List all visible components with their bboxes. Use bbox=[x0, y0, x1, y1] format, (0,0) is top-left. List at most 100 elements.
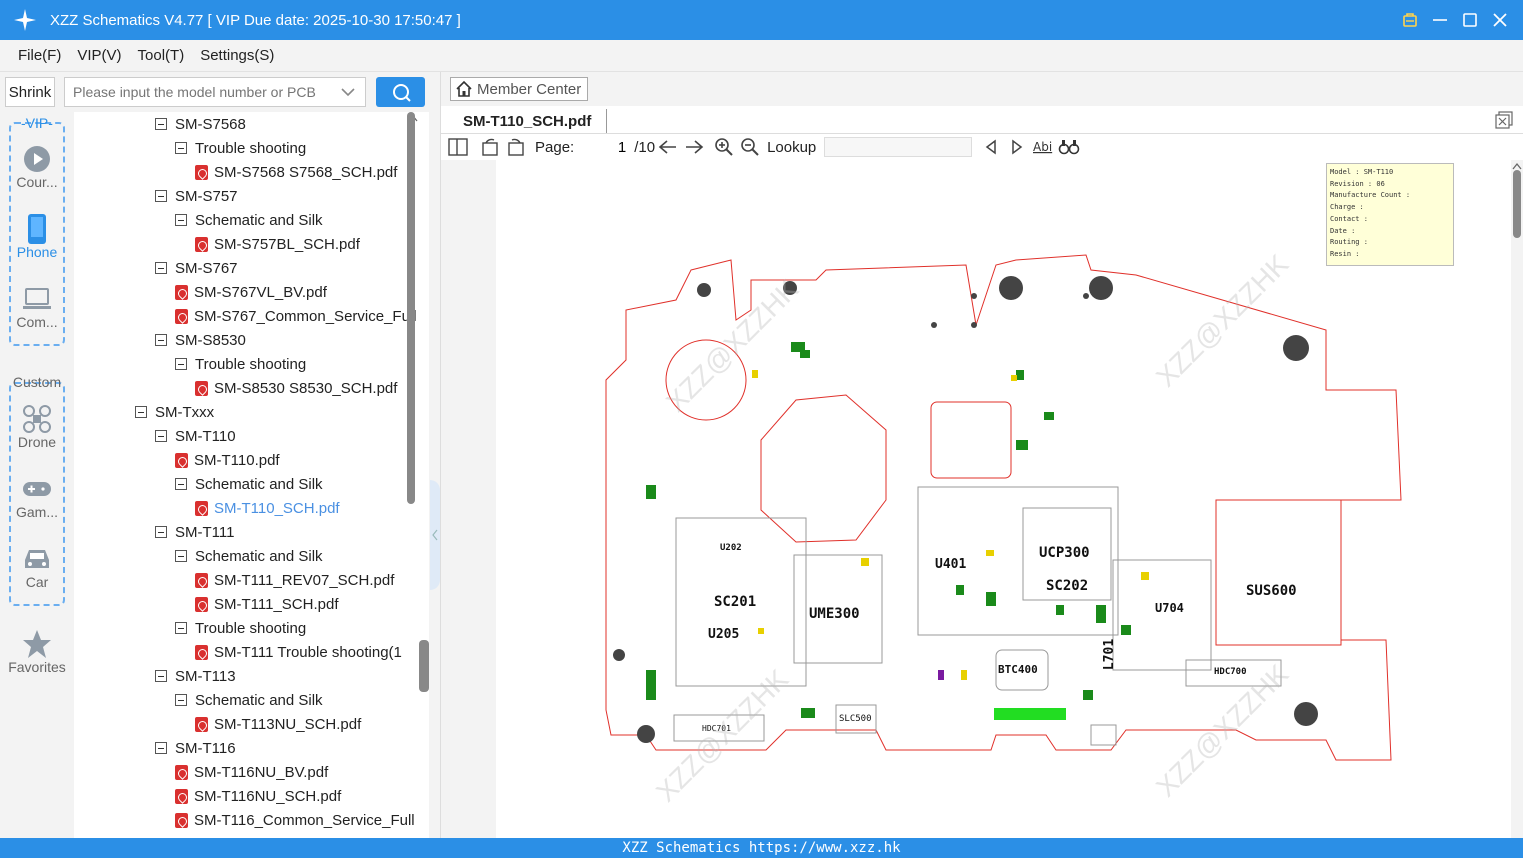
vip-bag-icon[interactable] bbox=[1401, 11, 1419, 29]
zoom-out-icon[interactable] bbox=[739, 136, 761, 158]
tree-pdf-item[interactable]: SM-S767VL_BV.pdf bbox=[175, 280, 327, 304]
tree-folder-item[interactable]: SM-S757 bbox=[155, 184, 238, 208]
tree-folder-item[interactable]: Schematic and Silk bbox=[175, 472, 323, 496]
tree-pdf-item[interactable]: SM-S767_Common_Service_Full bbox=[175, 304, 417, 328]
menu-vip[interactable]: VIP(V) bbox=[77, 47, 122, 64]
chevron-down-icon[interactable] bbox=[340, 84, 356, 100]
tree-folder-item[interactable]: SM-T113 bbox=[155, 664, 236, 688]
tree-item-label: SM-T116_Common_Service_Full bbox=[194, 811, 415, 829]
tree-scroll-thumb[interactable] bbox=[407, 112, 415, 504]
tree-item-label: SM-S8530 S8530_SCH.pdf bbox=[214, 379, 398, 397]
collapse-toggle-icon[interactable] bbox=[175, 358, 187, 370]
minimize-icon[interactable] bbox=[1431, 11, 1449, 29]
collapse-toggle-icon[interactable] bbox=[175, 622, 187, 634]
tree-pdf-item[interactable]: SM-T111_REV07_SCH.pdf bbox=[195, 568, 394, 592]
maximize-icon[interactable] bbox=[1461, 11, 1479, 29]
collapse-toggle-icon[interactable] bbox=[175, 142, 187, 154]
document-scroll-thumb[interactable] bbox=[1513, 170, 1521, 238]
collapse-toggle-icon[interactable] bbox=[155, 262, 167, 274]
collapse-toggle-icon[interactable] bbox=[155, 118, 167, 130]
tree-item-label: Schematic and Silk bbox=[195, 691, 323, 709]
find-next-icon[interactable] bbox=[1006, 136, 1028, 158]
menu-tool[interactable]: Tool(T) bbox=[137, 47, 185, 64]
document-scrollbar[interactable] bbox=[1511, 160, 1523, 838]
collapse-toggle-icon[interactable] bbox=[155, 334, 167, 346]
collapse-toggle-icon[interactable] bbox=[175, 214, 187, 226]
tree-folder-item[interactable]: Trouble shooting bbox=[175, 352, 306, 376]
tab-document[interactable]: SM-T110_SCH.pdf bbox=[451, 109, 608, 133]
tree-pdf-item[interactable]: SM-T111_SCH.pdf bbox=[195, 592, 339, 616]
tree-pdf-item[interactable]: SM-T110_SCH.pdf bbox=[195, 496, 340, 520]
member-center-button[interactable]: Member Center bbox=[450, 77, 588, 101]
tree-folder-item[interactable]: Schematic and Silk bbox=[175, 208, 323, 232]
tree-pdf-item[interactable]: SM-T116_Common_Service_Full bbox=[175, 808, 415, 832]
tree-folder-item[interactable]: SM-S7568 bbox=[155, 112, 246, 136]
component-label: U205 bbox=[708, 627, 740, 642]
collapse-toggle-icon[interactable] bbox=[155, 190, 167, 202]
tree-item-label: SM-T116 bbox=[175, 739, 236, 757]
tree-pdf-item[interactable]: SM-T116NU_BV.pdf bbox=[175, 760, 328, 784]
sidebar-item-course[interactable]: Cour... bbox=[0, 144, 74, 190]
menu-file[interactable]: File(F) bbox=[18, 47, 62, 64]
document-canvas[interactable]: Model : SM-T110 Revision : 06 Manufactur… bbox=[441, 160, 1511, 838]
pdf-file-icon bbox=[195, 596, 208, 612]
shrink-button[interactable]: Shrink bbox=[5, 77, 55, 107]
tree-hscroll-thumb[interactable] bbox=[419, 640, 429, 692]
prev-page-icon[interactable] bbox=[657, 136, 679, 158]
tree-folder-item[interactable]: SM-T111 bbox=[155, 520, 234, 544]
tree-pdf-item[interactable]: SM-S7568 S7568_SCH.pdf bbox=[195, 160, 397, 184]
collapse-toggle-icon[interactable] bbox=[155, 430, 167, 442]
panel-splitter[interactable] bbox=[429, 72, 441, 838]
page-number-input[interactable] bbox=[580, 137, 631, 157]
collapse-toggle-icon[interactable] bbox=[175, 478, 187, 490]
tree-folder-item[interactable]: SM-T110 bbox=[155, 424, 236, 448]
scroll-up-icon[interactable] bbox=[1511, 162, 1523, 170]
tree-pdf-item[interactable]: SM-T111 Trouble shooting(1 bbox=[195, 640, 402, 664]
collapse-toggle-icon[interactable] bbox=[155, 670, 167, 682]
close-icon[interactable] bbox=[1491, 11, 1509, 29]
sidebar-item-game[interactable]: Gam... bbox=[0, 474, 74, 520]
tree-folder-item[interactable]: SM-T116 bbox=[155, 736, 236, 760]
tree-folder-item[interactable]: SM-Txxx bbox=[135, 400, 214, 424]
tree-pdf-item[interactable]: SM-T110.pdf bbox=[175, 448, 280, 472]
sidebar-item-drone[interactable]: Drone bbox=[0, 404, 74, 450]
sidebar-toggle-icon[interactable] bbox=[447, 136, 469, 158]
tree-scrollbar[interactable] bbox=[407, 112, 419, 506]
tree-folder-item[interactable]: Schematic and Silk bbox=[175, 688, 323, 712]
collapse-toggle-icon[interactable] bbox=[135, 406, 147, 418]
match-case-icon[interactable]: Abi bbox=[1032, 136, 1054, 158]
search-button[interactable] bbox=[376, 77, 425, 107]
sidebar-item-phone[interactable]: Phone bbox=[0, 214, 74, 260]
find-prev-icon[interactable] bbox=[980, 136, 1002, 158]
next-page-icon[interactable] bbox=[683, 136, 705, 158]
close-tab-icon[interactable] bbox=[1495, 111, 1513, 129]
collapse-toggle-icon[interactable] bbox=[155, 742, 167, 754]
tree-pdf-item[interactable]: SM-S8530 S8530_SCH.pdf bbox=[195, 376, 397, 400]
collapse-toggle-icon[interactable] bbox=[175, 694, 187, 706]
sidebar-item-car[interactable]: Car bbox=[0, 544, 74, 590]
collapse-handle[interactable] bbox=[430, 480, 440, 590]
collapse-toggle-icon[interactable] bbox=[155, 526, 167, 538]
find-all-icon[interactable] bbox=[1058, 136, 1080, 158]
tree-pdf-item[interactable]: SM-T113NU_SCH.pdf bbox=[195, 712, 361, 736]
tree-pdf-item[interactable]: SM-S757BL_SCH.pdf bbox=[195, 232, 360, 256]
tree-folder-item[interactable]: SM-S8530 bbox=[155, 328, 246, 352]
collapse-toggle-icon[interactable] bbox=[175, 550, 187, 562]
sidebar-item-computer[interactable]: Com... bbox=[0, 284, 74, 330]
sidebar-item-favorites[interactable]: Favorites bbox=[0, 629, 74, 675]
tree-item-label: SM-T113NU_SCH.pdf bbox=[214, 715, 362, 733]
zoom-in-icon[interactable] bbox=[713, 136, 735, 158]
schematic-page[interactable]: Model : SM-T110 Revision : 06 Manufactur… bbox=[496, 160, 1511, 838]
menu-settings[interactable]: Settings(S) bbox=[200, 47, 275, 64]
lookup-input[interactable] bbox=[824, 137, 973, 157]
rotate-left-icon[interactable] bbox=[479, 136, 501, 158]
tree-folder-item[interactable]: Schematic and Silk bbox=[175, 544, 323, 568]
search-input[interactable] bbox=[64, 77, 366, 107]
tree-folder-item[interactable]: Trouble shooting bbox=[175, 616, 306, 640]
rotate-right-icon[interactable] bbox=[505, 136, 527, 158]
tree-pdf-item[interactable]: SM-T116NU_SCH.pdf bbox=[175, 784, 341, 808]
tree-folder-item[interactable]: Trouble shooting bbox=[175, 136, 306, 160]
tree-folder-item[interactable]: SM-S767 bbox=[155, 256, 238, 280]
tree-item-label: Schematic and Silk bbox=[195, 547, 323, 565]
